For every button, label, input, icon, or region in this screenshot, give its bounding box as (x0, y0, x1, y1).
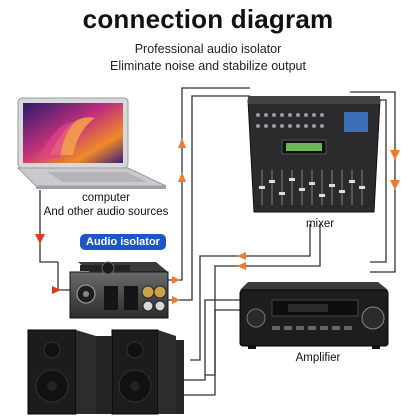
page-title: connection diagram (0, 4, 416, 35)
orange-arrows-left (237, 252, 246, 270)
red-arrow-down (35, 234, 45, 244)
mixer-label: mixer (290, 218, 350, 230)
isolator-box-icon (70, 262, 168, 318)
amplifier-icon (240, 282, 388, 349)
subtitle-line-2: Eliminate noise and stabilize output (0, 59, 416, 73)
amplifier-label: Amplifier (278, 352, 358, 364)
speaker-icon (28, 330, 184, 414)
isolator-badge: Audio isolator (80, 234, 166, 250)
subtitle-line-1: Professional audio isolator (0, 42, 416, 56)
laptop-icon (18, 98, 166, 189)
computer-label: computer (36, 192, 176, 204)
red-arrow-right (52, 286, 61, 294)
mixer-icon (248, 96, 380, 212)
computer-sources-label: And other audio sources (36, 206, 176, 218)
orange-arrows-right (172, 276, 180, 304)
